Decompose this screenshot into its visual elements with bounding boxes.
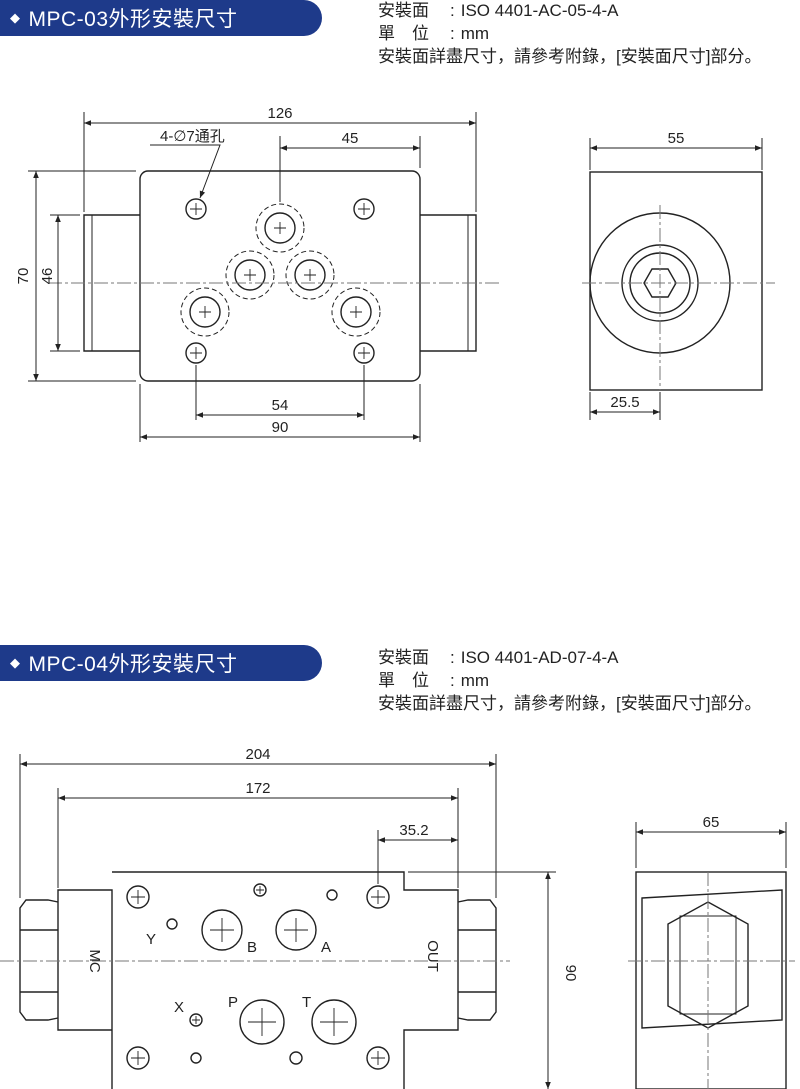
- port-y: [166, 918, 178, 930]
- dim-body-height: 70: [15, 268, 32, 285]
- mount-hole: [126, 885, 150, 909]
- spec-key: 單 位: [378, 24, 429, 43]
- hex-socket-icon: [643, 268, 677, 298]
- spec-value: mm: [460, 24, 490, 43]
- port: [234, 259, 266, 291]
- dim-side-center: 25.5: [610, 394, 639, 411]
- port-label-b: B: [247, 939, 257, 956]
- mount-hole: [126, 1046, 150, 1070]
- dim-body-length: 90: [272, 419, 289, 436]
- section-1-specs: 安裝面:ISO 4401-AC-05-4-A 單 位:mm 安裝面詳盡尺寸，請參…: [378, 1, 762, 66]
- front-body: [57, 871, 459, 1089]
- end-label-right: OUT: [424, 940, 441, 972]
- spec-note: 安裝面詳盡尺寸，請參考附錄，[安裝面尺寸]部分。: [378, 694, 762, 713]
- port: [189, 296, 221, 328]
- diamond-icon: ◆: [10, 10, 21, 25]
- port-b: [201, 909, 243, 951]
- dim-hole-spacing: 54: [272, 397, 289, 414]
- port-label-a: A: [321, 939, 331, 956]
- pin-hole: [289, 1051, 303, 1065]
- mount-hole: [353, 342, 375, 364]
- dim-hole-callout: 4-∅7通孔: [160, 128, 225, 145]
- port-a: [275, 909, 317, 951]
- side-inner-plate: [641, 889, 783, 1029]
- port-label-y: Y: [146, 931, 156, 948]
- spec-key: 安裝面: [378, 1, 429, 20]
- pin-hole: [326, 889, 338, 901]
- mount-hole: [366, 885, 390, 909]
- dim-side-width: 65: [703, 814, 720, 831]
- port-label-t: T: [302, 994, 311, 1011]
- port-label-p: P: [228, 994, 238, 1011]
- end-label-left: MC: [86, 949, 103, 972]
- port: [264, 212, 296, 244]
- mpc03-drawing: 126 4-∅7通孔 45 70 46 54 90 55 25.5: [15, 105, 775, 442]
- mount-hole: [185, 342, 207, 364]
- side-body: [635, 871, 787, 1089]
- side-body: [589, 171, 763, 391]
- pin-hole: [253, 883, 267, 897]
- diamond-icon: ◆: [10, 655, 21, 670]
- spec-note: 安裝面詳盡尺寸，請參考附錄，[安裝面尺寸]部分。: [378, 47, 762, 66]
- left-fitting: [19, 899, 59, 1021]
- section-2-title: MPC-04外形安裝尺寸: [28, 653, 238, 676]
- mpc04-drawing: 204 172 35.2 90 Y B A X P T MC OUT 65: [0, 746, 795, 1089]
- section-1-title-bar: ◆ MPC-03外形安裝尺寸: [0, 0, 322, 36]
- spec-value: ISO 4401-AD-07-4-A: [460, 648, 619, 667]
- port-p: [239, 999, 285, 1045]
- dim-body-height: 90: [562, 965, 579, 982]
- port-x: [189, 1013, 203, 1027]
- pin-hole: [190, 1052, 202, 1064]
- dim-stub-height: 46: [39, 268, 56, 285]
- port: [340, 296, 372, 328]
- spec-value: ISO 4401-AC-05-4-A: [460, 1, 619, 20]
- dim-port-offset: 45: [342, 130, 359, 147]
- mount-hole: [185, 198, 207, 220]
- dim-overall-length: 204: [245, 746, 270, 763]
- dim-side-width: 55: [668, 130, 685, 147]
- spec-value: mm: [460, 671, 490, 690]
- spec-key: 安裝面: [378, 648, 429, 667]
- right-fitting: [457, 899, 497, 1021]
- mount-hole: [366, 1046, 390, 1070]
- section-2-title-bar: ◆ MPC-04外形安裝尺寸: [0, 645, 322, 681]
- spec-key: 單 位: [378, 671, 429, 690]
- port: [294, 259, 326, 291]
- port-label-x: X: [174, 999, 184, 1016]
- front-body: [139, 170, 421, 382]
- dim-port-offset: 35.2: [399, 822, 428, 839]
- section-2-specs: 安裝面:ISO 4401-AD-07-4-A 單 位:mm 安裝面詳盡尺寸，請參…: [378, 648, 762, 713]
- section-1-title: MPC-03外形安裝尺寸: [28, 8, 238, 31]
- dim-overall-length: 126: [267, 105, 292, 122]
- mount-hole: [353, 198, 375, 220]
- port-t: [311, 999, 357, 1045]
- dim-inner-length: 172: [245, 780, 270, 797]
